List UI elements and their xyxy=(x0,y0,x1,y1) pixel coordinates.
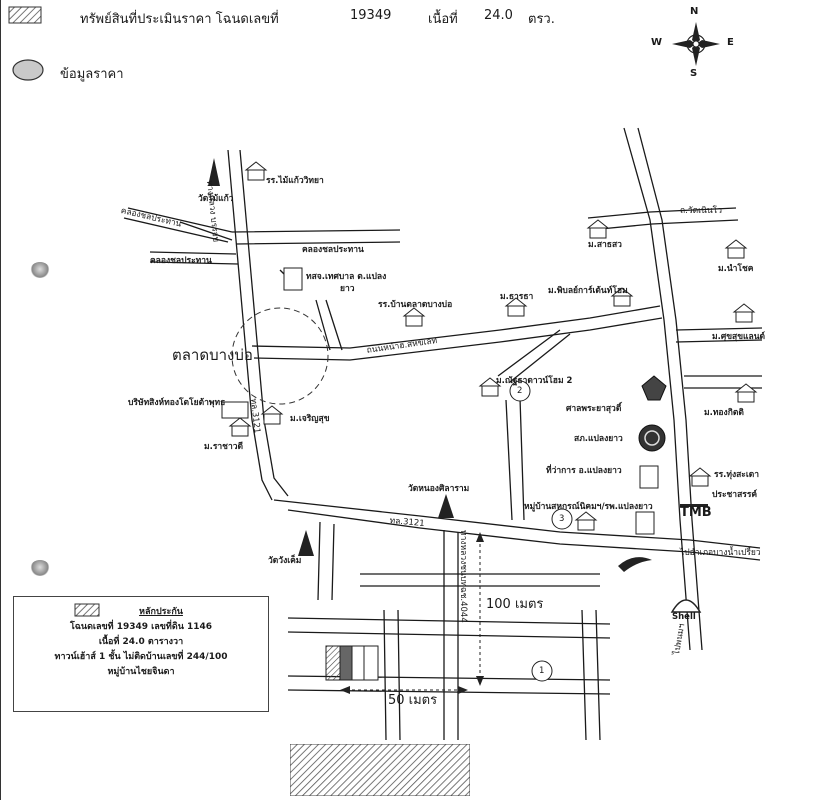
label-tmb: TMB xyxy=(680,505,712,520)
label-school-thungsa: รร.ทุ่งสะเดา xyxy=(714,470,760,480)
label-m-namchok: ม.นำโชค xyxy=(718,264,754,274)
label-m-rachawadee: ม.ราชาวดี xyxy=(204,442,244,452)
label-district-hall: ที่ว่าการ อ.แปลงยาว xyxy=(546,466,622,476)
label-canal-lower: คลองชลประทาน xyxy=(150,256,212,266)
compass-icon xyxy=(672,22,720,66)
label-m-tara: ม.ธารธา xyxy=(500,292,534,302)
deed-number: 19349 xyxy=(350,8,392,23)
area-unit: ตรว. xyxy=(528,12,555,27)
collateral-legend: หลักประกัน โฉนดเลขที่ 19349 เลขที่ดิน 11… xyxy=(13,596,269,712)
label-shell: Shell xyxy=(672,612,696,622)
label-m-supsuk: ม.ศุขสุขแลนด์ xyxy=(712,332,766,342)
property-label: ทรัพย์สินที่ประเมินราคา โฉนดเลขที่ xyxy=(80,12,279,27)
compass-w: W xyxy=(651,37,663,48)
legend-line-2: เนื้อที่ 24.0 ตารางวา xyxy=(98,637,184,647)
label-company-toyota: บริษัทสิงห์ทองโตโยต้าพุทธ xyxy=(128,398,226,408)
bottom-hatch-bar xyxy=(290,744,470,796)
label-wat-wangkhen: วัดวังเค็ม xyxy=(268,556,302,566)
label-m-thongkidti: ม.ทองกิตติ xyxy=(704,408,744,418)
label-canal-main: คลองชลประทาน xyxy=(302,245,364,255)
compass-n: N xyxy=(690,6,699,17)
label-market-bangbo: ตลาดบางบ่อ xyxy=(172,346,253,364)
area-value: 24.0 xyxy=(484,8,513,23)
price-info-label: ข้อมูลราคา xyxy=(60,67,124,82)
label-m-charoensuk: ม.เจริญสุข xyxy=(290,414,330,424)
scale-50m: 50 เมตร xyxy=(388,693,438,708)
legend-line-3: ทาวน์เฮ้าส์ 1 ชั้น ไม่ติดบ้านเลขที่ 244/… xyxy=(54,652,228,662)
price-circle-icon xyxy=(12,59,44,81)
label-municipal-office-1: ทสจ.เทศบาล ต.แปลง xyxy=(306,272,387,282)
legend-line-4: หมู่บ้านไชยจินดา xyxy=(107,667,175,677)
hatch-swatch-icon xyxy=(8,6,42,24)
compass-e: E xyxy=(727,37,734,48)
compass-s: S xyxy=(690,68,698,79)
punch-hole-bottom xyxy=(30,560,50,576)
label-m-sukhothai: ม.ณัฐธาดาวน์โฮม 2 xyxy=(496,376,573,386)
legend-line-1: โฉนดเลขที่ 19349 เลขที่ดิน 1146 xyxy=(69,622,213,632)
area-label: เนื้อที่ xyxy=(428,12,458,27)
label-municipal-office-2: ยาว xyxy=(340,284,355,294)
label-to-bangnamprieo: ไปอำเภอบางน้ำเปรี้ยว xyxy=(680,548,761,558)
scale-100m: 100 เมตร xyxy=(486,597,544,612)
label-school-bangbo: รร.บ้านตลาดบางบ่อ xyxy=(378,300,453,310)
label-school-maikaew: รร.ไม้แก้ววิทยา xyxy=(266,176,324,186)
marker-2: 2 xyxy=(517,386,523,396)
label-wat-maikaew: วัดไม้แก้ว xyxy=(198,194,234,204)
marker-3: 3 xyxy=(559,514,565,524)
label-m-phiboon: ม.พิบลย์การ์เด้นท์โฮม xyxy=(548,286,628,296)
label-road-east: ถ.วัดเนินโว xyxy=(680,206,723,216)
label-district-office: ศาลพระยาสุวดิ์ xyxy=(566,404,622,414)
punch-hole-top xyxy=(30,262,50,278)
marker-1: 1 xyxy=(539,666,545,676)
label-village-health: หมู่บ้านสหกรณ์นิคมฯ/รพ.แปลงยาว xyxy=(524,502,653,512)
label-road-vertical: ทางหลวงชนบทฉช.4044 xyxy=(458,530,468,623)
collateral-swatch-icon xyxy=(74,603,100,617)
label-police-station: สภ.แปลงยาว xyxy=(574,434,623,444)
label-wat-nongsi: วัดหนองศิลาราม xyxy=(408,484,470,494)
label-school-thungsa-2: ประชาสรรค์ xyxy=(712,490,758,500)
label-m-sasawat: ม.สาธสว xyxy=(588,240,622,250)
legend-title: หลักประกัน xyxy=(139,607,183,617)
